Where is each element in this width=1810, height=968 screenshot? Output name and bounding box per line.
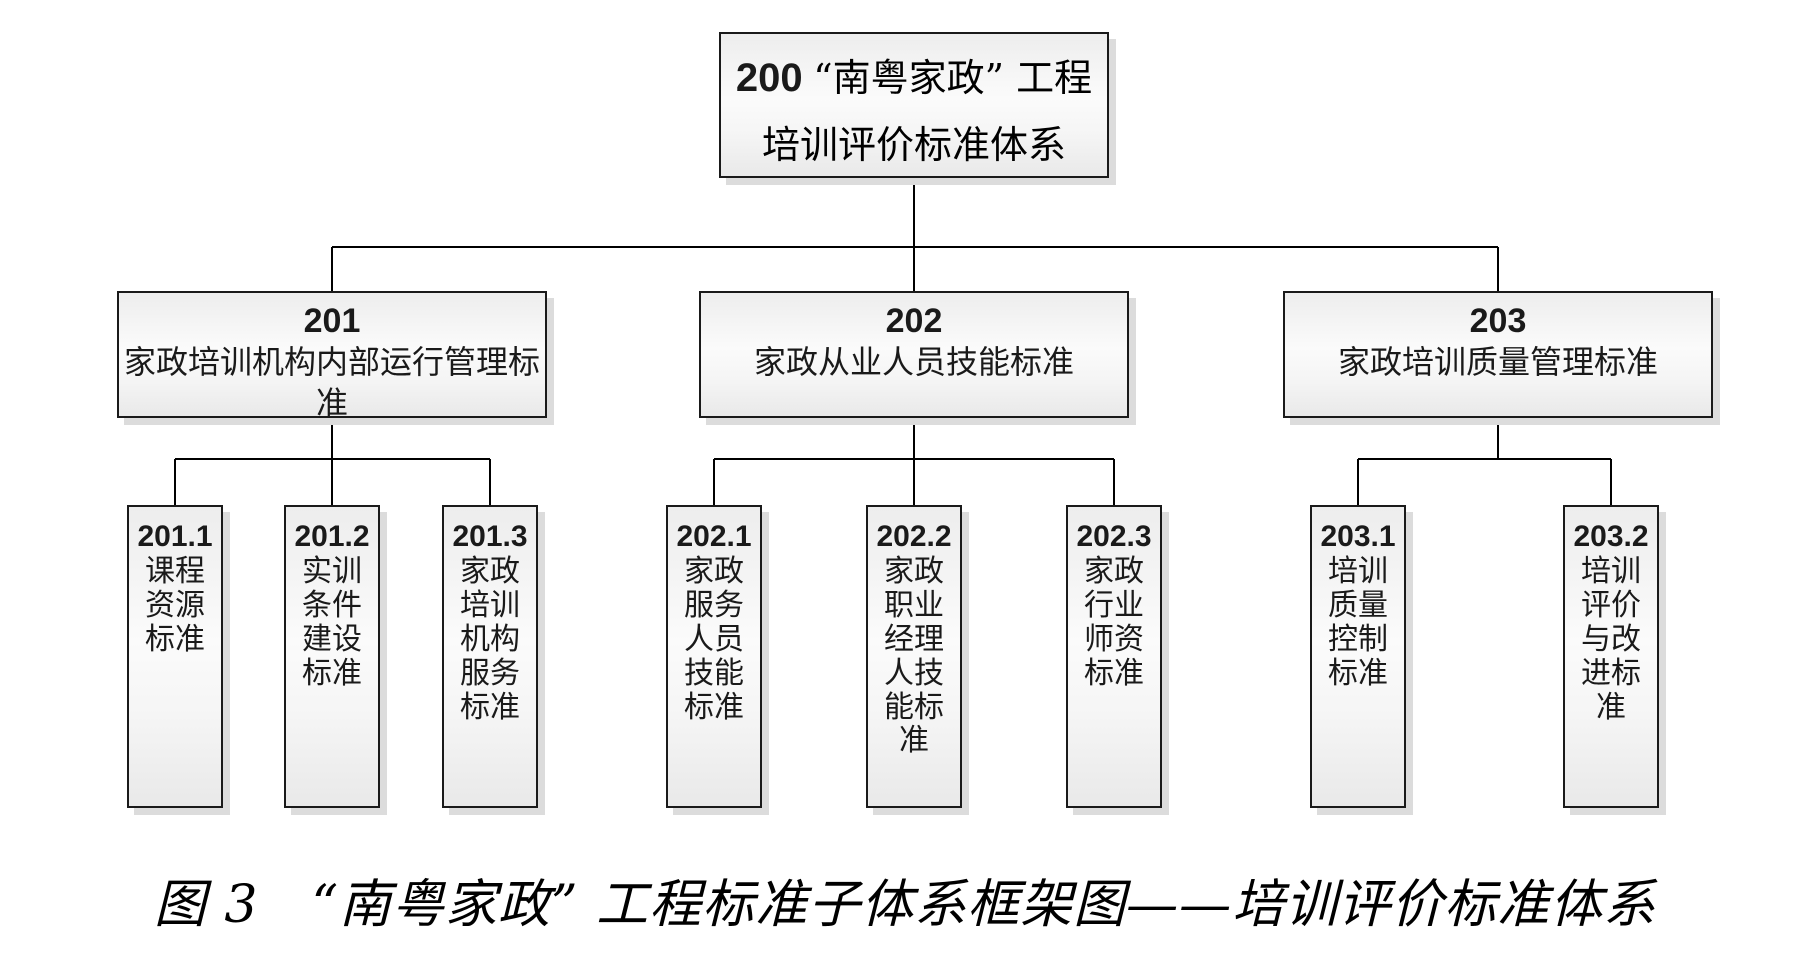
node-203-2: 203.2 培训评价与改进标准 <box>1563 505 1659 808</box>
node-label: 实训条件建设标准 <box>302 554 362 691</box>
node-202-3: 202.3 家政行业师资标准 <box>1066 505 1162 808</box>
node-202-2: 202.2 家政职业经理人技能标准 <box>866 505 962 808</box>
node-number: 202.3 <box>1076 520 1152 553</box>
node-202: 202 家政从业人员技能标准 <box>699 291 1129 418</box>
node-label: 培训评价与改进标准 <box>1581 554 1641 725</box>
node-203-1: 203.1 培训质量控制标准 <box>1310 505 1406 808</box>
node-number: 203.2 <box>1573 520 1649 553</box>
node-number: 203 <box>1469 302 1527 340</box>
node-201-2: 201.2 实训条件建设标准 <box>284 505 380 808</box>
node-202-1: 202.1 家政服务人员技能标准 <box>666 505 762 808</box>
node-label: 家政职业经理人技能标准 <box>884 554 944 759</box>
node-200: 200 “南粤家政” 工程 培训评价标准体系 <box>719 32 1109 178</box>
node-label: 家政培训机构内部运行管理标准 <box>123 342 540 422</box>
node-number: 201.2 <box>294 520 370 553</box>
node-number: 201.3 <box>452 520 528 553</box>
node-number: 203.1 <box>1320 520 1396 553</box>
node-label: 家政服务人员技能标准 <box>684 554 744 725</box>
node-label: 家政培训质量管理标准 <box>1337 342 1658 381</box>
node-number: 202.1 <box>676 520 752 553</box>
node-title-line2: 培训评价标准体系 <box>761 122 1066 167</box>
node-203: 203 家政培训质量管理标准 <box>1283 291 1713 418</box>
node-label: 家政培训机构服务标准 <box>460 554 520 725</box>
node-201: 201 家政培训机构内部运行管理标准 <box>117 291 547 422</box>
node-label: 课程资源标准 <box>145 554 205 657</box>
node-title-line1: 200 “南粤家政” 工程 <box>721 44 1107 113</box>
node-label: 家政从业人员技能标准 <box>753 342 1074 381</box>
figure-caption: 图 3 “南粤家政” 工程标准子体系框架图——培训评价标准体系 <box>153 875 1657 935</box>
node-label: 培训质量控制标准 <box>1328 554 1388 691</box>
node-201-3: 201.3 家政培训机构服务标准 <box>442 505 538 808</box>
node-label: 家政行业师资标准 <box>1084 554 1144 691</box>
node-number: 202.2 <box>876 520 952 553</box>
node-number: 201.1 <box>137 520 213 553</box>
node-201-1: 201.1 课程资源标准 <box>127 505 223 808</box>
node-number: 202 <box>885 302 943 340</box>
node-number: 200 <box>735 56 803 100</box>
node-number: 201 <box>303 302 361 340</box>
node-title-rest: “南粤家政” 工程 <box>813 56 1093 100</box>
